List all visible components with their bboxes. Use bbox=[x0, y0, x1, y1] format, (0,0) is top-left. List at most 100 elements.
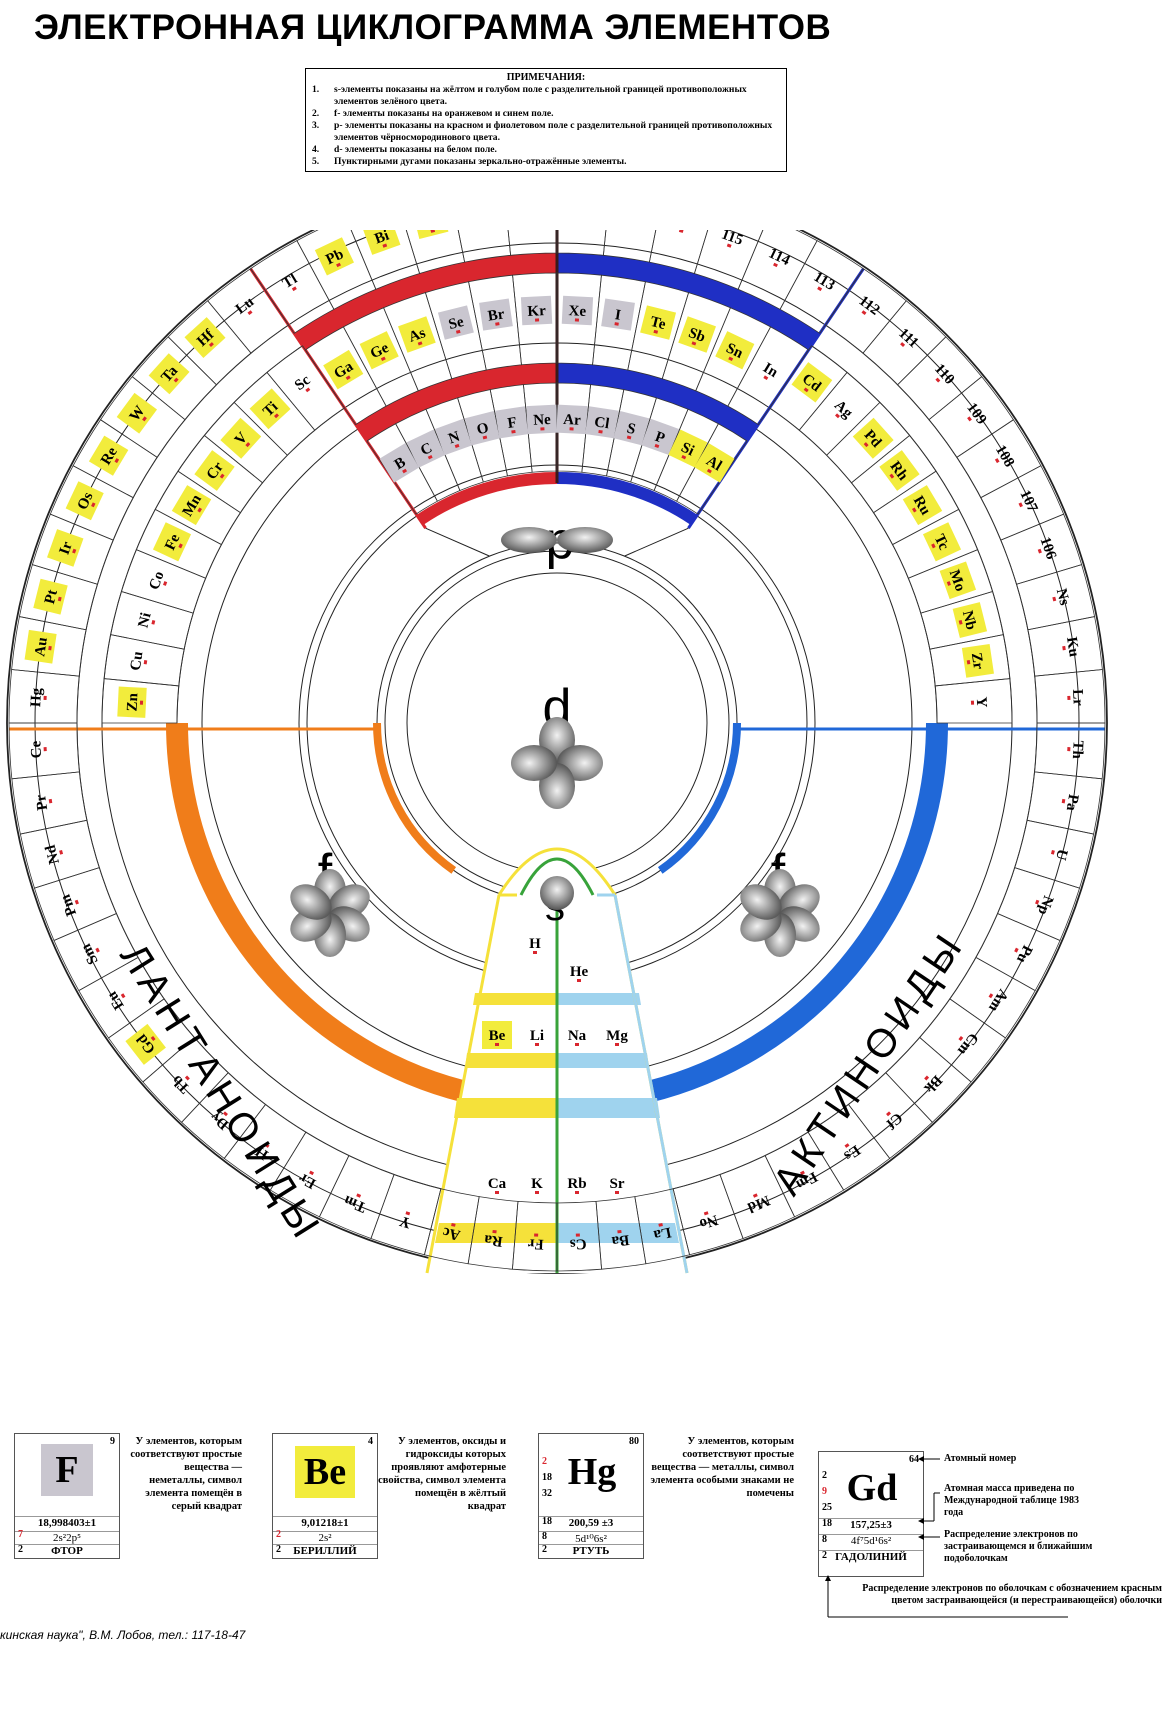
d-element-outer-right: Lr bbox=[1067, 689, 1086, 707]
legend-shell: 2 bbox=[276, 1529, 281, 1540]
svg-text:Sb: Sb bbox=[686, 325, 707, 346]
svg-text:U: U bbox=[1052, 847, 1070, 862]
legend-shell: 8 bbox=[542, 1531, 547, 1542]
s-element: Na bbox=[568, 1028, 587, 1046]
s-element: Rb bbox=[567, 1176, 587, 1194]
svg-text:Cm: Cm bbox=[954, 1030, 981, 1059]
svg-text:Sr: Sr bbox=[610, 1176, 625, 1192]
svg-text:Ca: Ca bbox=[488, 1176, 507, 1192]
legend-shell: 18 bbox=[822, 1518, 832, 1529]
f-band-blue-inner bbox=[657, 722, 741, 874]
d-element-inner-left: V bbox=[220, 417, 262, 459]
p-element-middle: Se bbox=[437, 305, 474, 340]
s-funnel-arc-green bbox=[519, 857, 595, 896]
svg-text:Ac: Ac bbox=[441, 1224, 462, 1243]
d-element-inner-right: Rh bbox=[879, 450, 920, 491]
s-funnel-outline-yellow bbox=[425, 847, 689, 1274]
p-element-inner: Al bbox=[694, 443, 735, 483]
d-element-inner-left: Ni bbox=[136, 611, 156, 630]
annotation-atomic-mass: Атомная масса приведена по Международной… bbox=[944, 1483, 1080, 1518]
svg-text:114: 114 bbox=[766, 245, 793, 269]
p-element-inner: B bbox=[379, 443, 420, 483]
svg-text:Lu: Lu bbox=[233, 294, 257, 318]
svg-text:Au: Au bbox=[32, 636, 51, 657]
svg-text:Rb: Rb bbox=[567, 1176, 586, 1192]
svg-text:Zr: Zr bbox=[968, 652, 986, 671]
f-band-orange-outer bbox=[166, 722, 493, 1109]
svg-text:Te: Te bbox=[648, 314, 667, 333]
svg-text:Eu: Eu bbox=[104, 988, 127, 1012]
svg-text:Br: Br bbox=[487, 306, 506, 324]
svg-text:Ns: Ns bbox=[1053, 587, 1073, 607]
bottom-row-element: Ac bbox=[441, 1223, 462, 1243]
f-actinide-element: Bk bbox=[920, 1072, 945, 1097]
cell-border bbox=[779, 240, 864, 334]
svg-text:As: As bbox=[407, 325, 428, 346]
p-element-outer: Tl bbox=[280, 271, 300, 292]
legend-name: ФТОР bbox=[15, 1544, 119, 1557]
legend-mass: 157,25±3 bbox=[819, 1518, 923, 1531]
cell-border bbox=[727, 326, 810, 426]
d-element-inner-left: Cr bbox=[194, 450, 235, 491]
svg-text:115: 115 bbox=[719, 230, 745, 249]
p-element-middle: Xe bbox=[561, 295, 594, 326]
p-element-middle: Sb bbox=[678, 316, 716, 353]
svg-text:Am: Am bbox=[985, 986, 1011, 1015]
d-element-outer-left: Hg bbox=[28, 687, 47, 708]
legend-number: 9 bbox=[110, 1436, 115, 1447]
cell-border bbox=[934, 678, 1013, 724]
f-band-blue-outer bbox=[621, 722, 948, 1109]
p-band-red-outer bbox=[294, 253, 558, 350]
p-element-middle: Br bbox=[479, 298, 513, 331]
svg-text:Md: Md bbox=[745, 1192, 773, 1216]
bottom-row-element: Cs bbox=[569, 1233, 587, 1252]
svg-text:Na: Na bbox=[568, 1028, 587, 1044]
bottom-row-element: Fr bbox=[527, 1233, 544, 1252]
svg-text:Sc: Sc bbox=[292, 372, 314, 394]
bottom-row-element: Ba bbox=[610, 1229, 630, 1249]
p-element-middle: Ga bbox=[323, 349, 364, 390]
d-element-inner-left: Mn bbox=[171, 485, 212, 526]
svg-text:La: La bbox=[652, 1224, 673, 1243]
legend-shell: 2 bbox=[542, 1544, 547, 1555]
d-element-outer-left: Hf bbox=[184, 317, 226, 358]
d-element-inner-right: Pd bbox=[852, 417, 894, 459]
svg-text:Co: Co bbox=[146, 569, 167, 592]
p-element-middle: As bbox=[398, 316, 436, 353]
legend-number: 64 bbox=[909, 1454, 919, 1465]
legend-shell: 2 bbox=[276, 1544, 281, 1555]
d-element-outer-left: Os bbox=[65, 481, 104, 521]
d-element-inner-left: Co bbox=[146, 569, 167, 592]
legend-config: 4f⁷5d¹6s² bbox=[819, 1534, 923, 1547]
s-band-yellow bbox=[473, 993, 557, 1005]
svg-text:Mg: Mg bbox=[606, 1028, 628, 1044]
footer-credit: кинская наука", В.М. Лобов, тел.: 117-18… bbox=[0, 1628, 246, 1642]
legend-shell: 2 bbox=[822, 1470, 827, 1481]
legend-config: 5d¹⁰6s² bbox=[539, 1531, 643, 1545]
d-element-outer-left: Ta bbox=[148, 353, 190, 395]
legend-arrows bbox=[825, 1456, 1068, 1618]
p-element-outer: 116 bbox=[671, 230, 696, 233]
s-funnel-outline-sky bbox=[613, 894, 689, 1274]
f-lanthanide-element: Pm bbox=[57, 892, 80, 918]
d-element-outer-right: 108 bbox=[992, 442, 1017, 470]
legend-shell: 8 bbox=[822, 1534, 827, 1545]
legend-shell: 9 bbox=[822, 1486, 827, 1497]
p-element-inner: O bbox=[464, 410, 501, 446]
s-band-sky bbox=[557, 993, 641, 1005]
svg-text:Mo: Mo bbox=[946, 568, 968, 594]
svg-text:Pa: Pa bbox=[1063, 793, 1081, 812]
d-element-inner-right: Cd bbox=[791, 362, 833, 403]
d-orbital-icon bbox=[511, 717, 603, 809]
svg-text:Nb: Nb bbox=[959, 609, 979, 631]
svg-text:H: H bbox=[529, 936, 541, 952]
legend-shell: 18 bbox=[542, 1516, 552, 1527]
f-lanthanide-element: Gd bbox=[125, 1023, 166, 1065]
legend-shell: 25 bbox=[822, 1502, 832, 1513]
d-element-outer-left: W bbox=[116, 392, 158, 434]
svg-text:Ag: Ag bbox=[831, 397, 856, 422]
p-orbital-icon bbox=[501, 527, 613, 553]
legend-card-f: F 9 18,998403±1 2s²2p⁵ ФТОР 7 2 bbox=[14, 1433, 120, 1559]
legend-shell: 2 bbox=[822, 1550, 827, 1561]
svg-text:Se: Se bbox=[447, 314, 466, 333]
